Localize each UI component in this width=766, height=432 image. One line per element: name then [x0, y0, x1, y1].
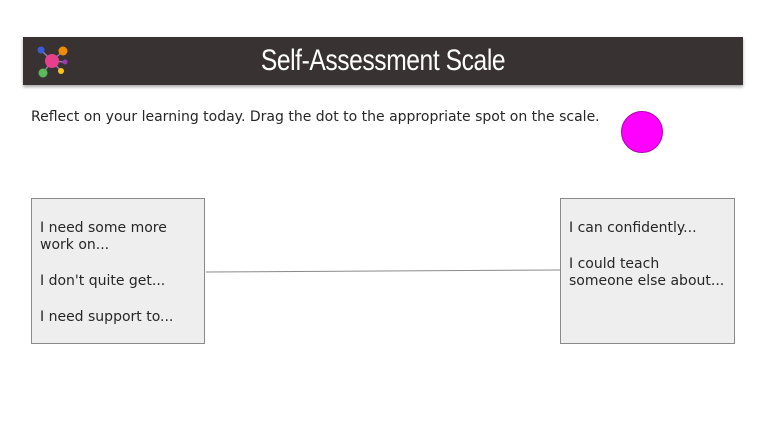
instructions-text: Reflect on your learning today. Drag the…	[31, 109, 600, 125]
scale-right-box: I can confidently... I could teach someo…	[560, 198, 735, 344]
right-box-line: I could teach someone else about...	[569, 256, 725, 289]
page-title: Self-Assessment Scale	[260, 44, 506, 77]
scale-line	[206, 269, 560, 273]
title-banner: Self-Assessment Scale	[23, 37, 743, 85]
left-box-line: I don't quite get...	[40, 273, 166, 289]
left-box-line: I need some more work on...	[40, 220, 167, 253]
draggable-dot[interactable]	[621, 111, 663, 153]
scale-left-box: I need some more work on... I don't quit…	[31, 198, 205, 344]
right-box-line: I can confidently...	[569, 220, 697, 236]
left-box-line: I need support to...	[40, 309, 174, 325]
colorful-dots-logo-icon	[37, 46, 68, 78]
